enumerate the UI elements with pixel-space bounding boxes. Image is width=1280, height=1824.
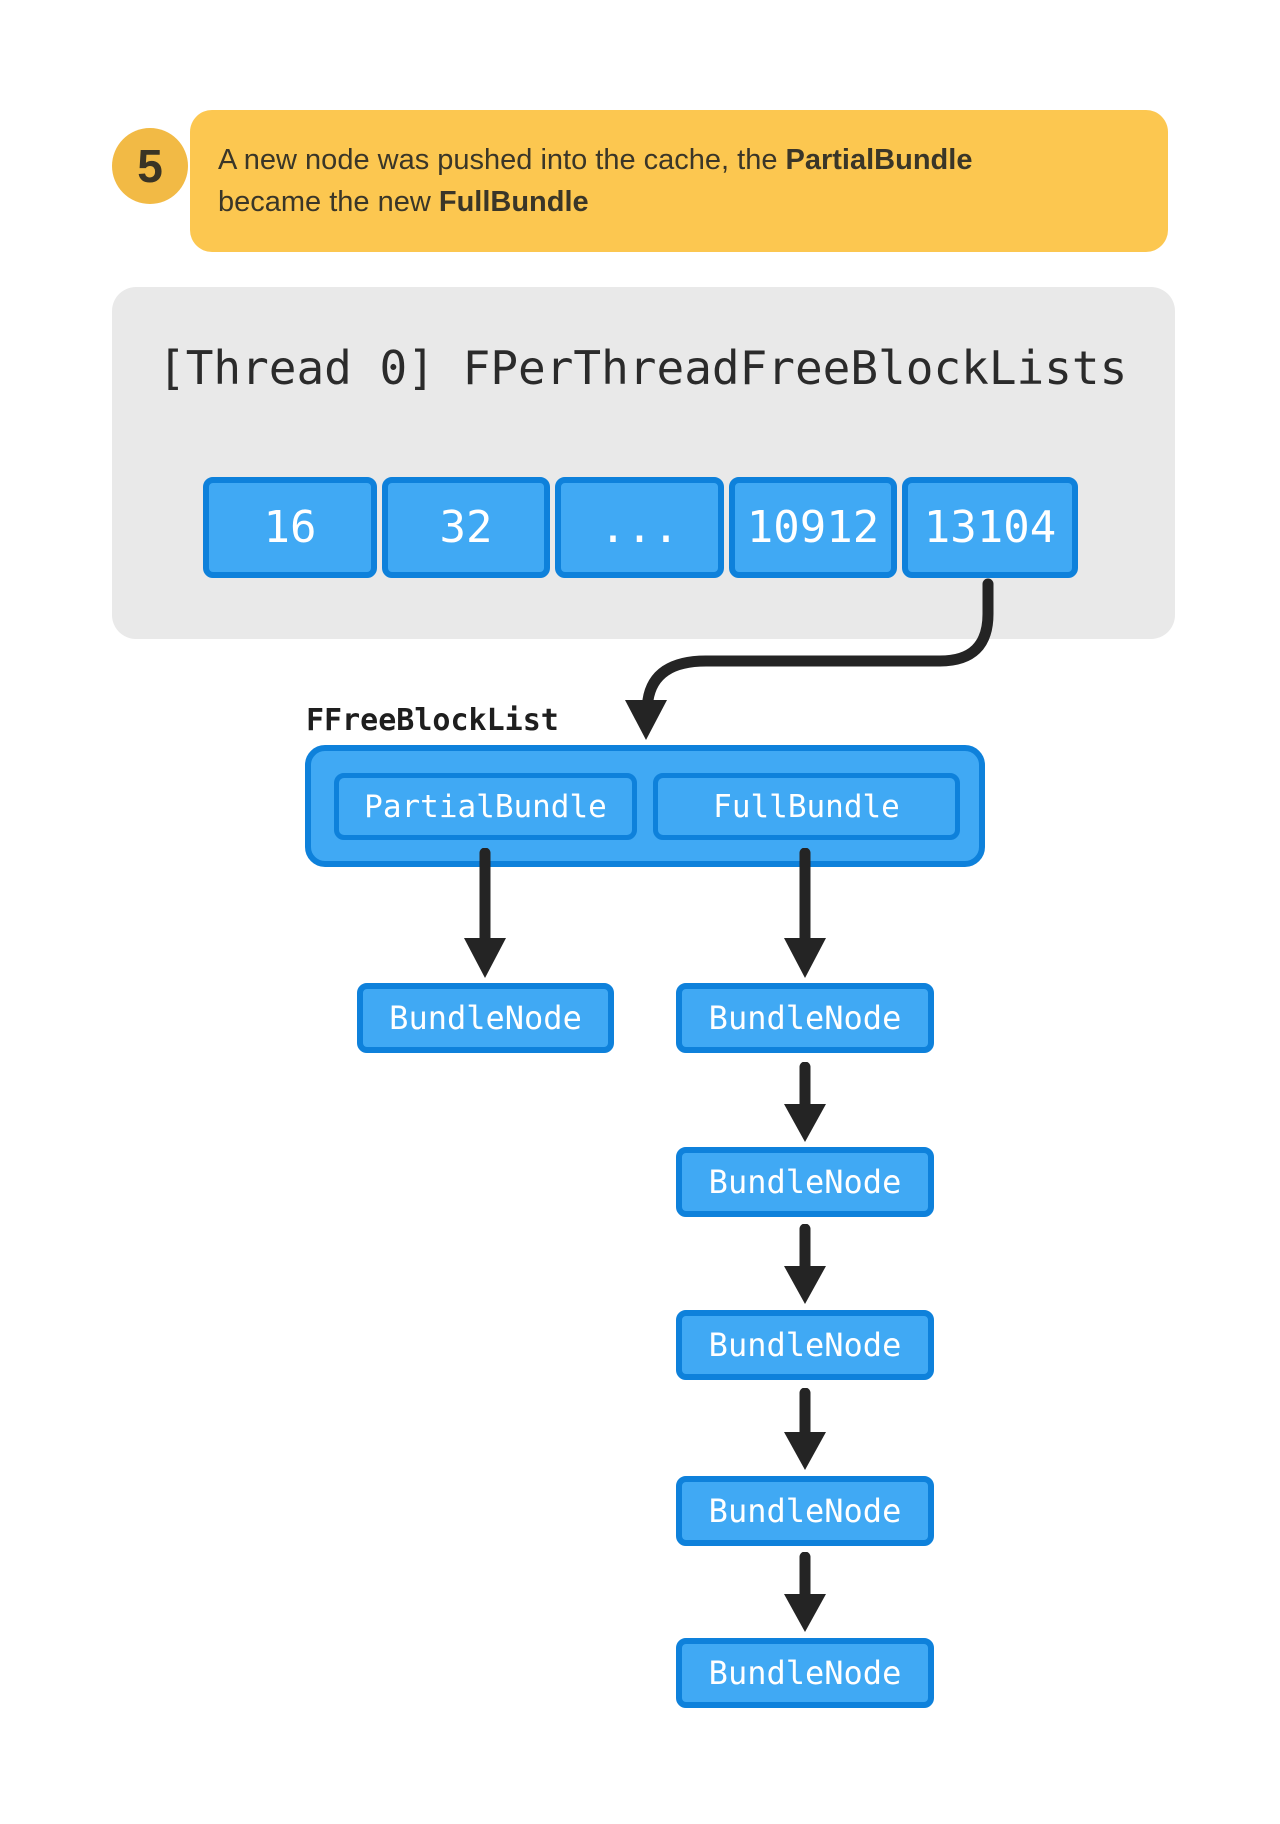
step-number-badge: 5 [112,128,188,204]
callout-line1-bold: PartialBundle [785,144,973,176]
callout-line-2: became the new FullBundle [218,181,1168,223]
block-size-cell: 13104 [902,477,1078,578]
callout-line1-text: A new node was pushed into the cache, th… [218,144,786,176]
arrow-partialbundle-to-bundlenode [464,848,506,978]
block-size-cell: 10912 [729,477,897,578]
freeblocklist-label: FFreeBlockList [306,703,559,738]
bundle-node: BundleNode [676,1638,934,1708]
callout-line2-bold: FullBundle [438,186,589,218]
curved-arrow-13104-to-freeblocklist [625,578,994,740]
callout-banner: A new node was pushed into the cache, th… [190,110,1168,252]
callout-line2-text: became the new [218,186,439,218]
arrow-fullbundle-to-bundlenode [784,848,826,978]
block-size-cell: 16 [203,477,377,578]
arrow-bundlenode-link [784,1388,826,1470]
arrow-bundlenode-link [784,1224,826,1304]
bundle-node: BundleNode [676,1310,934,1380]
bundle-node: BundleNode [676,983,934,1053]
thread-panel: [Thread 0] FPerThreadFreeBlockLists 16 3… [112,287,1175,639]
bundle-node: BundleNode [676,1476,934,1546]
block-size-cell-ellipsis: ... [555,477,724,578]
partial-bundle-slot: PartialBundle [334,773,637,840]
freeblocklist-container: PartialBundle FullBundle [305,745,985,867]
arrow-bundlenode-link [784,1062,826,1142]
block-size-array: 16 32 ... 10912 13104 [203,477,1078,578]
block-size-cell: 32 [382,477,550,578]
arrow-bundlenode-link [784,1552,826,1632]
callout-line-1: A new node was pushed into the cache, th… [218,139,1168,181]
full-bundle-slot: FullBundle [653,773,960,840]
bundle-node: BundleNode [357,983,614,1053]
thread-panel-title: [Thread 0] FPerThreadFreeBlockLists [158,341,1128,395]
bundle-node: BundleNode [676,1147,934,1217]
step-number: 5 [137,140,163,192]
